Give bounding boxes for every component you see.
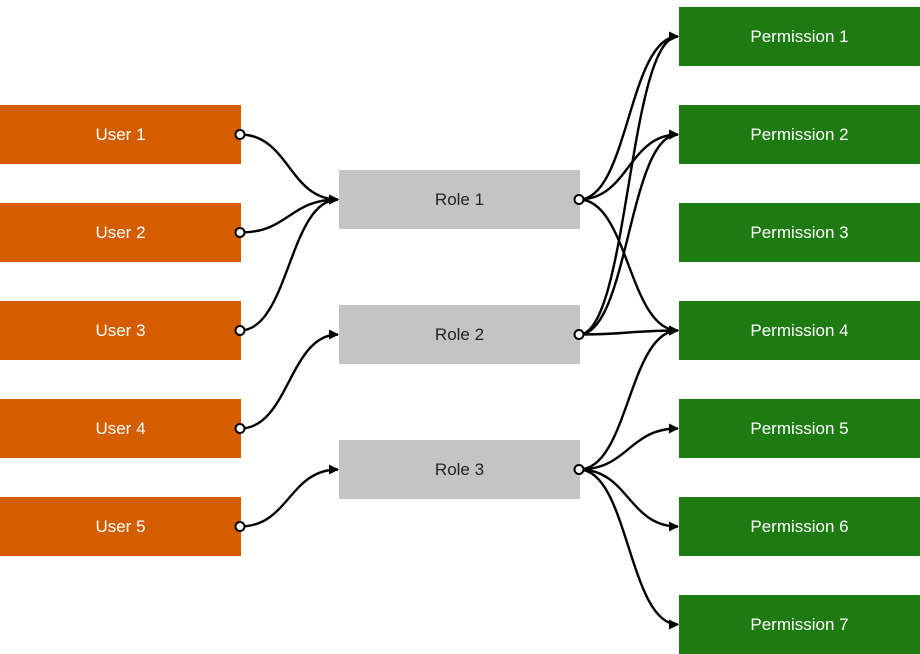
edge-u2-r1 [239,194,339,234]
user-node-5[interactable]: User 5 [0,497,241,556]
permission-node-5[interactable]: Permission 5 [679,399,920,458]
user-label: User 3 [95,320,146,340]
role-node-2[interactable]: Role 2 [339,305,580,364]
permission-label: Permission 5 [750,418,849,438]
user-node-2[interactable]: User 2 [0,203,241,262]
user-node-3[interactable]: User 3 [0,301,241,360]
permission-label: Permission 1 [750,26,849,46]
permission-label: Permission 2 [750,124,849,144]
permission-node-3[interactable]: Permission 3 [679,203,920,262]
edge-r2-p1 [578,31,679,336]
edge-u1-r1 [239,133,339,205]
edge-u4-r2 [239,329,339,430]
edge-r2-p2 [578,129,679,336]
edge-u3-r1 [239,194,339,332]
edge-r1-p1 [578,31,679,201]
user-label: User 2 [95,222,146,242]
permission-label: Permission 3 [750,222,849,242]
user-node-4[interactable]: User 4 [0,399,241,458]
permission-label: Permission 4 [750,320,849,340]
edge-r2-p4 [578,325,679,336]
user-label: User 5 [95,516,146,536]
role-label: Role 3 [434,459,485,479]
role-node-3[interactable]: Role 3 [339,440,580,499]
user-label: User 4 [95,418,146,438]
edge-r3-p5 [578,423,679,471]
role-label: Role 2 [434,324,485,344]
user-label: User 1 [95,124,146,144]
role-label: Role 1 [434,189,485,209]
edge-u5-r3 [239,464,339,528]
edge-r1-p2 [578,129,679,201]
permission-node-6[interactable]: Permission 6 [679,497,920,556]
permission-node-7[interactable]: Permission 7 [679,595,920,654]
permission-label: Permission 6 [750,516,849,536]
edge-r3-p7 [578,468,679,630]
permission-node-2[interactable]: Permission 2 [679,105,920,164]
edge-r3-p4 [578,325,679,471]
edge-r1-p4 [578,198,679,336]
permission-node-4[interactable]: Permission 4 [679,301,920,360]
permission-label: Permission 7 [750,614,849,634]
permission-node-1[interactable]: Permission 1 [679,7,920,66]
edge-r3-p6 [578,468,679,532]
role-node-1[interactable]: Role 1 [339,170,580,229]
user-node-1[interactable]: User 1 [0,105,241,164]
